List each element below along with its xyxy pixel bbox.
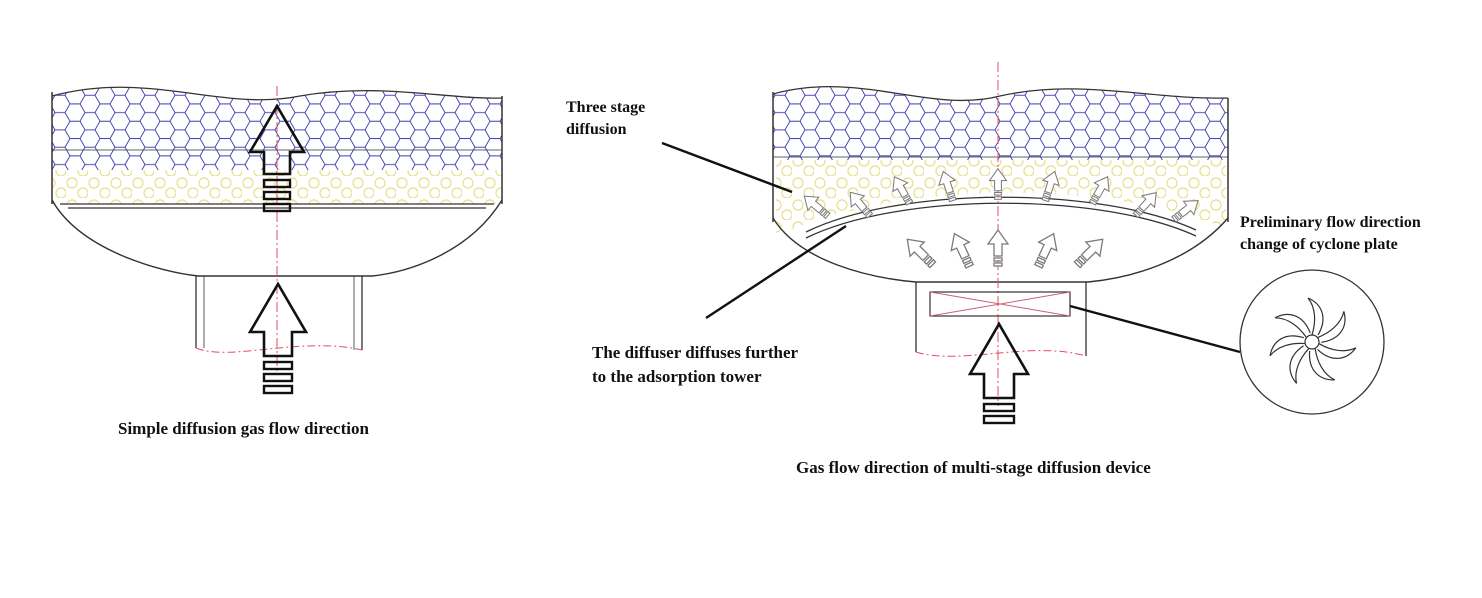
- simple-diffusion-vessel: [51, 86, 503, 395]
- small-arrow-icon: [1088, 175, 1110, 206]
- diffusion-arrows-lower: [906, 228, 1104, 269]
- up-arrow-icon: [967, 321, 1031, 425]
- small-arrow-icon: [986, 228, 1010, 267]
- vessel-top-wave: [772, 86, 1229, 102]
- multi-stage-diffusion-vessel: [772, 62, 1229, 425]
- vessel-top-wave: [51, 86, 503, 101]
- pipe-break-line: [195, 345, 363, 353]
- cyclone-label-line2: change of cyclone plate: [1240, 236, 1398, 253]
- small-arrow-icon: [1041, 170, 1060, 203]
- honeycomb-packing: [773, 86, 1228, 160]
- small-arrow-icon: [1132, 191, 1157, 219]
- cyclone-fan-icon: [1239, 269, 1385, 415]
- small-arrow-icon: [849, 191, 874, 219]
- leader-cyclone: [1069, 304, 1241, 354]
- up-arrow-icon: [247, 281, 309, 395]
- diffuser-label-line2: to the adsorption tower: [592, 367, 762, 386]
- cyclone-label-line1: Preliminary flow direction: [1240, 214, 1421, 231]
- small-arrow-icon: [950, 232, 975, 269]
- small-arrow-icon: [803, 195, 831, 220]
- small-arrow-icon: [1171, 200, 1199, 223]
- vessel-bottom-dish: [51, 199, 503, 277]
- right-caption: Gas flow direction of multi-stage diffus…: [796, 458, 1151, 477]
- three-stage-label-line2: diffusion: [566, 121, 627, 138]
- cyclone-plate-box: [929, 291, 1071, 317]
- diffusion-arrows-upper: [803, 167, 1199, 223]
- pipe-break-line: [915, 350, 1087, 357]
- leader-three-stage: [661, 141, 793, 194]
- three-stage-label-line1: Three stage: [566, 99, 645, 116]
- diffuser-plate-lower: [805, 202, 1197, 239]
- small-arrow-icon: [988, 167, 1008, 200]
- small-arrow-icon: [892, 175, 914, 206]
- small-arrow-icon: [1073, 238, 1104, 269]
- leader-diffuser: [705, 224, 847, 320]
- small-arrow-icon: [906, 238, 937, 269]
- small-arrow-icon: [938, 170, 957, 203]
- up-arrow-icon: [247, 103, 307, 213]
- left-caption: Simple diffusion gas flow direction: [118, 419, 369, 438]
- small-arrow-icon: [1033, 232, 1058, 269]
- diffuser-label-line1: The diffuser diffuses further: [592, 343, 798, 362]
